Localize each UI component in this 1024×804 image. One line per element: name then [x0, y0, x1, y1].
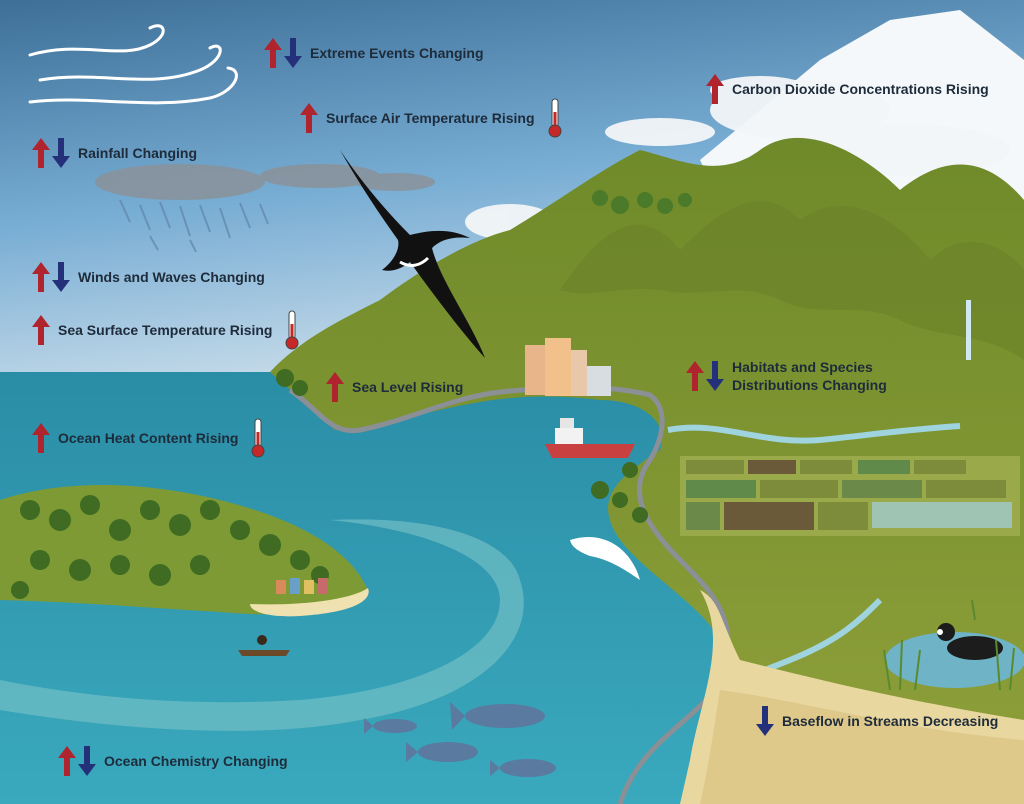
up-arrow-icon	[32, 423, 50, 453]
up-arrow-icon	[264, 38, 282, 68]
down-arrow-icon	[78, 746, 96, 776]
rain-streaks	[119, 199, 269, 253]
wind-swirls	[28, 24, 238, 105]
down-arrow-icon	[756, 706, 774, 736]
up-arrow-icon	[32, 315, 50, 345]
beach-inner	[700, 690, 1024, 804]
label-extreme-events: Extreme Events Changing	[264, 38, 484, 68]
palm-trees-island	[11, 495, 329, 599]
waterfall	[966, 300, 971, 360]
label-text: Habitats and Species Distributions Chang…	[732, 359, 887, 393]
down-arrow-icon	[284, 38, 302, 68]
reeds	[883, 599, 1015, 691]
up-arrow-icon	[300, 103, 318, 133]
label-text: Winds and Waves Changing	[78, 269, 265, 285]
mountain-ridge	[560, 201, 1024, 360]
frigatebird	[340, 150, 485, 358]
label-sea-surface-temperature: Sea Surface Temperature Rising	[32, 310, 300, 350]
thermometer-icon	[251, 418, 265, 458]
up-arrow-icon	[32, 138, 50, 168]
thermometer-icon	[285, 310, 299, 350]
label-text: Sea Level Rising	[352, 379, 464, 395]
label-text: Carbon Dioxide Concentrations Rising	[732, 81, 989, 97]
label-sea-level: Sea Level Rising	[326, 372, 463, 402]
up-arrow-icon	[32, 262, 50, 292]
label-rainfall: Rainfall Changing	[32, 138, 197, 168]
label-text: Ocean Chemistry Changing	[104, 753, 288, 769]
label-co2: Carbon Dioxide Concentrations Rising	[706, 74, 989, 104]
label-text: Rainfall Changing	[78, 145, 197, 161]
label-ocean-heat-content: Ocean Heat Content Rising	[32, 418, 266, 458]
label-text: Baseflow in Streams Decreasing	[782, 713, 999, 729]
palm-trees-coast	[276, 369, 648, 523]
label-text: Surface Air Temperature Rising	[326, 110, 535, 126]
down-arrow-icon	[52, 262, 70, 292]
down-arrow-icon	[52, 138, 70, 168]
thermometer-icon	[548, 98, 562, 138]
forest-patch	[592, 190, 692, 214]
label-text: Ocean Heat Content Rising	[58, 430, 239, 446]
label-text: Sea Surface Temperature Rising	[58, 322, 273, 338]
farm-fields	[680, 456, 1020, 536]
wave	[570, 536, 640, 580]
down-arrow-icon	[706, 361, 724, 391]
reef	[0, 519, 524, 731]
up-arrow-icon	[326, 372, 344, 402]
houses	[276, 578, 328, 594]
ship	[545, 418, 635, 458]
coot-bird	[937, 623, 1003, 660]
label-ocean-chemistry: Ocean Chemistry Changing	[58, 746, 288, 776]
label-text: Extreme Events Changing	[310, 45, 484, 61]
canoe	[238, 635, 290, 656]
up-arrow-icon	[58, 746, 76, 776]
tuna-fish	[364, 702, 556, 777]
label-winds-waves: Winds and Waves Changing	[32, 262, 265, 292]
left-island-sand	[250, 588, 369, 617]
label-baseflow: Baseflow in Streams Decreasing	[756, 706, 998, 736]
label-habitats-species: Habitats and Species Distributions Chang…	[686, 358, 887, 394]
up-arrow-icon	[686, 361, 704, 391]
rain-cloud	[95, 164, 435, 200]
label-surface-air-temperature: Surface Air Temperature Rising	[300, 98, 563, 138]
up-arrow-icon	[706, 74, 724, 104]
city-buildings	[525, 338, 611, 396]
